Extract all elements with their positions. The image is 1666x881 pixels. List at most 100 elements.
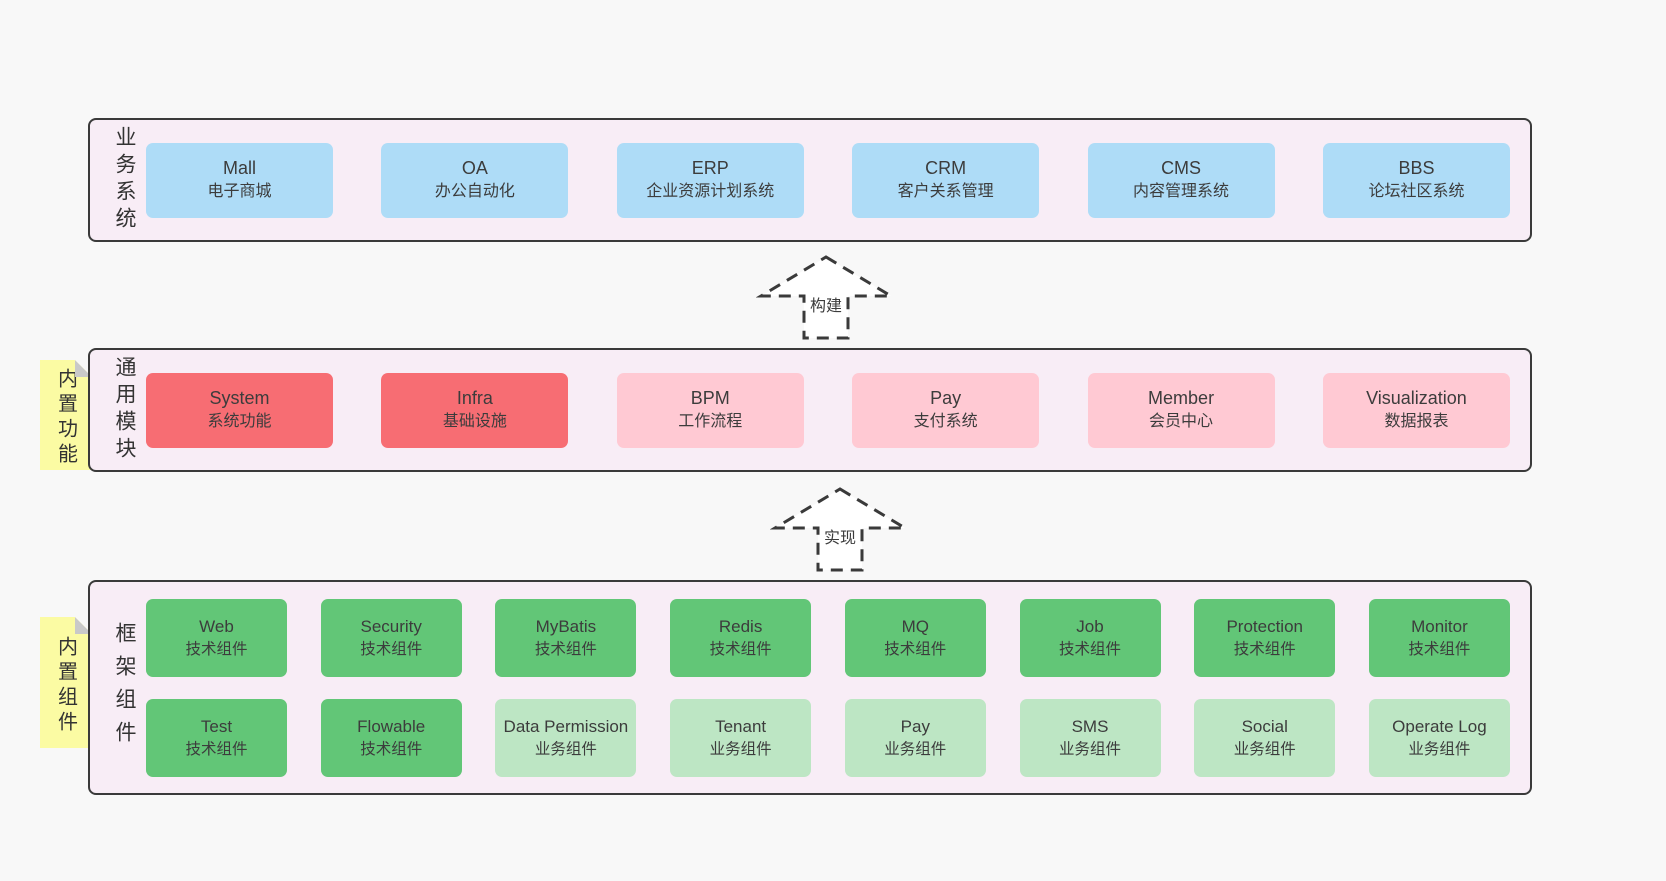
box-subtitle: 业务组件 — [709, 740, 772, 758]
box-job: Job 技术组件 — [1019, 598, 1161, 677]
box-subtitle: 业务组件 — [534, 740, 597, 758]
band-content: Web 技术组件 Security 技术组件 MyBatis 技术组件 Redi… — [146, 582, 1510, 793]
band-row: Mall 电子商城 OA 办公自动化 ERP 企业资源计划系统 CRM 客户关系… — [146, 142, 1510, 218]
box-sms: SMS 业务组件 — [1019, 698, 1161, 777]
sticky-note-builtin-components: 内置组件 — [40, 617, 92, 748]
band-label-framework-components: 框架组件 — [113, 621, 136, 754]
box-subtitle: 技术组件 — [534, 640, 597, 658]
box-title: Visualization — [1366, 388, 1467, 409]
box-title: Member — [1148, 388, 1215, 409]
box-subtitle: 技术组件 — [360, 740, 423, 758]
band-content: Mall 电子商城 OA 办公自动化 ERP 企业资源计划系统 CRM 客户关系… — [146, 120, 1510, 240]
box-subtitle: 技术组件 — [709, 640, 772, 658]
box-visualization: Visualization 数据报表 — [1322, 372, 1510, 448]
box-title: Job — [1076, 616, 1104, 636]
box-title: Data Permission — [503, 716, 629, 736]
box-title: Test — [200, 716, 233, 736]
box-title: SMS — [1071, 716, 1109, 736]
box-cms: CMS 内容管理系统 — [1087, 142, 1275, 218]
box-title: Monitor — [1411, 616, 1468, 636]
box-subtitle: 业务组件 — [1233, 740, 1296, 758]
box-title: CRM — [925, 158, 967, 179]
band-label-business-systems: 业务系统 — [113, 126, 136, 234]
build-arrow: 构建 — [756, 254, 896, 342]
box-subtitle: 办公自动化 — [434, 183, 515, 201]
box-title: Protection — [1226, 616, 1303, 636]
box-subtitle: 电子商城 — [207, 183, 272, 201]
box-subtitle: 业务组件 — [1059, 740, 1122, 758]
box-subtitle: 技术组件 — [1059, 640, 1122, 658]
box-subtitle: 论坛社区系统 — [1368, 183, 1465, 201]
box-oa: OA 办公自动化 — [381, 142, 569, 218]
box-title: Infra — [456, 388, 493, 409]
box-title: Tenant — [715, 716, 767, 736]
box-monitor: Monitor 技术组件 — [1368, 598, 1510, 677]
box-title: Web — [199, 616, 234, 636]
box-subtitle: 技术组件 — [1233, 640, 1296, 658]
band-row: System 系统功能 Infra 基础设施 BPM 工作流程 Pay 支付系统… — [146, 372, 1510, 448]
box-title: Social — [1241, 716, 1288, 736]
box-crm: CRM 客户关系管理 — [852, 142, 1040, 218]
band-row: Web 技术组件 Security 技术组件 MyBatis 技术组件 Redi… — [146, 598, 1510, 677]
box-title: MyBatis — [535, 616, 597, 636]
box-subtitle: 会员中心 — [1149, 413, 1214, 431]
box-system: System 系统功能 — [146, 372, 333, 448]
box-tenant: Tenant 业务组件 — [670, 698, 812, 777]
box-subtitle: 系统功能 — [207, 413, 272, 431]
box-member: Member 会员中心 — [1087, 372, 1275, 448]
box-title: Pay — [930, 388, 962, 409]
box-redis: Redis 技术组件 — [670, 598, 812, 677]
sticky-note-label: 内置功能 — [54, 368, 77, 468]
band-content: System 系统功能 Infra 基础设施 BPM 工作流程 Pay 支付系统… — [146, 350, 1510, 470]
box-title: MQ — [901, 616, 929, 636]
box-title: Redis — [718, 616, 763, 636]
box-subtitle: 基础设施 — [442, 413, 507, 431]
box-subtitle: 技术组件 — [360, 640, 423, 658]
band-common-modules: 通用模块 System 系统功能 Infra 基础设施 BPM 工作流程 Pay… — [88, 348, 1532, 472]
box-title: Pay — [900, 716, 930, 736]
band-row: Test 技术组件 Flowable 技术组件 Data Permission … — [146, 698, 1510, 777]
band-label-common-modules: 通用模块 — [113, 356, 136, 464]
box-subtitle: 技术组件 — [884, 640, 947, 658]
box-mq: MQ 技术组件 — [844, 598, 986, 677]
box-title: OA — [461, 158, 488, 179]
box-title: BBS — [1398, 158, 1435, 179]
box-pay-component: Pay 业务组件 — [844, 698, 986, 777]
box-subtitle: 工作流程 — [678, 413, 743, 431]
box-bbs: BBS 论坛社区系统 — [1322, 142, 1510, 218]
band-business-systems: 业务系统 Mall 电子商城 OA 办公自动化 ERP 企业资源计划系统 CRM… — [88, 118, 1532, 242]
box-operate-log: Operate Log 业务组件 — [1368, 698, 1510, 777]
box-subtitle: 业务组件 — [884, 740, 947, 758]
box-title: Mall — [222, 158, 256, 179]
box-subtitle: 企业资源计划系统 — [646, 183, 775, 201]
sticky-note-builtin-features: 内置功能 — [40, 360, 92, 470]
box-title: CMS — [1161, 158, 1202, 179]
box-title: Operate Log — [1392, 716, 1487, 736]
box-title: System — [209, 388, 270, 409]
box-mybatis: MyBatis 技术组件 — [495, 598, 637, 677]
box-subtitle: 技术组件 — [185, 640, 248, 658]
box-mall: Mall 电子商城 — [146, 142, 333, 218]
sticky-note-label: 内置组件 — [54, 635, 77, 736]
implement-arrow: 实现 — [770, 486, 910, 574]
box-subtitle: 技术组件 — [1408, 640, 1471, 658]
box-subtitle: 数据报表 — [1384, 413, 1449, 431]
box-subtitle: 内容管理系统 — [1133, 183, 1230, 201]
box-test: Test 技术组件 — [146, 698, 287, 777]
box-web: Web 技术组件 — [146, 598, 287, 677]
box-protection: Protection 技术组件 — [1194, 598, 1336, 677]
build-arrow-label: 构建 — [806, 292, 846, 316]
box-title: BPM — [690, 388, 730, 409]
band-framework-components: 框架组件 Web 技术组件 Security 技术组件 MyBatis 技术组件… — [88, 580, 1532, 795]
box-bpm: BPM 工作流程 — [616, 372, 804, 448]
box-subtitle: 客户关系管理 — [897, 183, 994, 201]
box-security: Security 技术组件 — [320, 598, 462, 677]
box-social: Social 业务组件 — [1194, 698, 1336, 777]
box-subtitle: 业务组件 — [1408, 740, 1471, 758]
box-pay: Pay 支付系统 — [852, 372, 1040, 448]
box-subtitle: 支付系统 — [913, 413, 978, 431]
implement-arrow-label: 实现 — [820, 524, 860, 548]
box-flowable: Flowable 技术组件 — [320, 698, 462, 777]
box-title: Flowable — [357, 716, 426, 736]
